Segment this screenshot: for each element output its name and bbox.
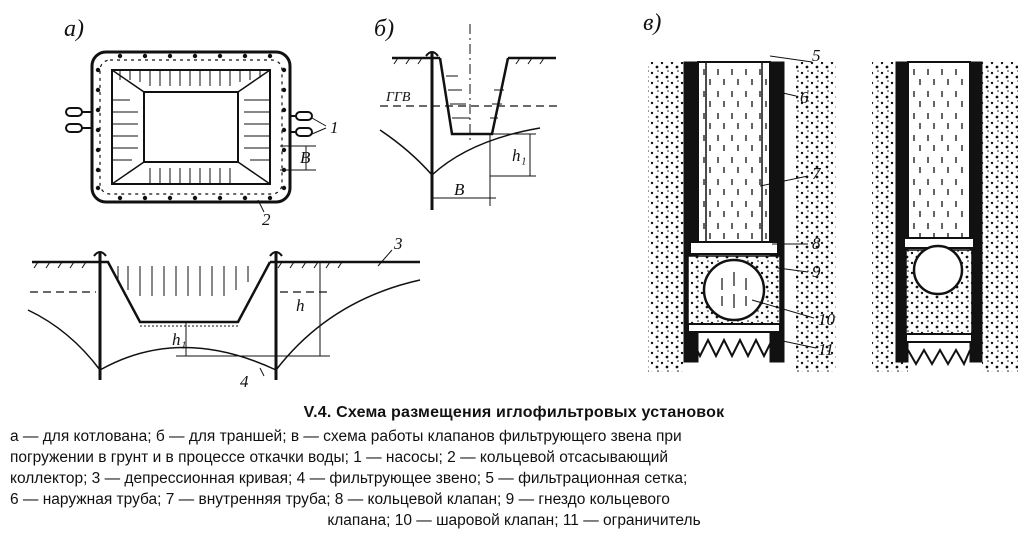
caption-line-4: 6 — наружная труба; 7 — внутренняя труба… (10, 491, 670, 508)
pump-icon (65, 107, 313, 137)
label-n3: 3 (394, 234, 403, 253)
label-n9: 9 (812, 262, 821, 281)
label-n5: 5 (812, 46, 821, 65)
filter-link-left (648, 55, 836, 372)
label-b-section: В (454, 180, 465, 199)
label-h1-pit: h₁ (172, 330, 187, 349)
label-b-plan: В (300, 148, 311, 167)
label-h: h (296, 296, 305, 315)
figure-area: а) б) в) ГГВ В В h₁ h h₁ 1 2 3 4 5 6 7 8… (27, 10, 1018, 391)
caption-line-2: погружении в грунт и в процессе откачки … (10, 449, 669, 466)
label-n10: 10 (818, 310, 835, 329)
caption-line-1: а — для котлована; б — для траншей; в — … (10, 428, 682, 445)
section-view-b (379, 24, 560, 210)
caption-title: V.4. Схема размещения иглофильтровых уст… (303, 404, 725, 421)
label-n6: 6 (800, 88, 809, 107)
figure-drawing (27, 24, 1018, 380)
label-n4: 4 (240, 372, 249, 391)
label-n7: 7 (812, 164, 821, 183)
plan-view-a (65, 50, 327, 213)
label-h1-trench: h₁ (512, 146, 527, 165)
figure-caption: V.4. Схема размещения иглофильтровых уст… (0, 404, 1028, 531)
section-view-a (27, 249, 421, 380)
label-n8: 8 (812, 234, 821, 253)
label-gvw: ГГВ (386, 90, 411, 105)
caption-line-3: коллектор; 3 — депрессионная кривая; 4 —… (10, 470, 688, 487)
filter-link-right (872, 61, 1018, 372)
label-n11: 11 (818, 340, 834, 359)
panel-label-v: в) (643, 10, 662, 36)
caption-line-5: клапана; 10 — шаровой клапан; 11 — огран… (327, 512, 701, 529)
panel-label-b: б) (374, 16, 395, 42)
label-n1: 1 (330, 118, 339, 137)
label-n2: 2 (262, 210, 271, 229)
panel-label-a: а) (64, 16, 84, 42)
